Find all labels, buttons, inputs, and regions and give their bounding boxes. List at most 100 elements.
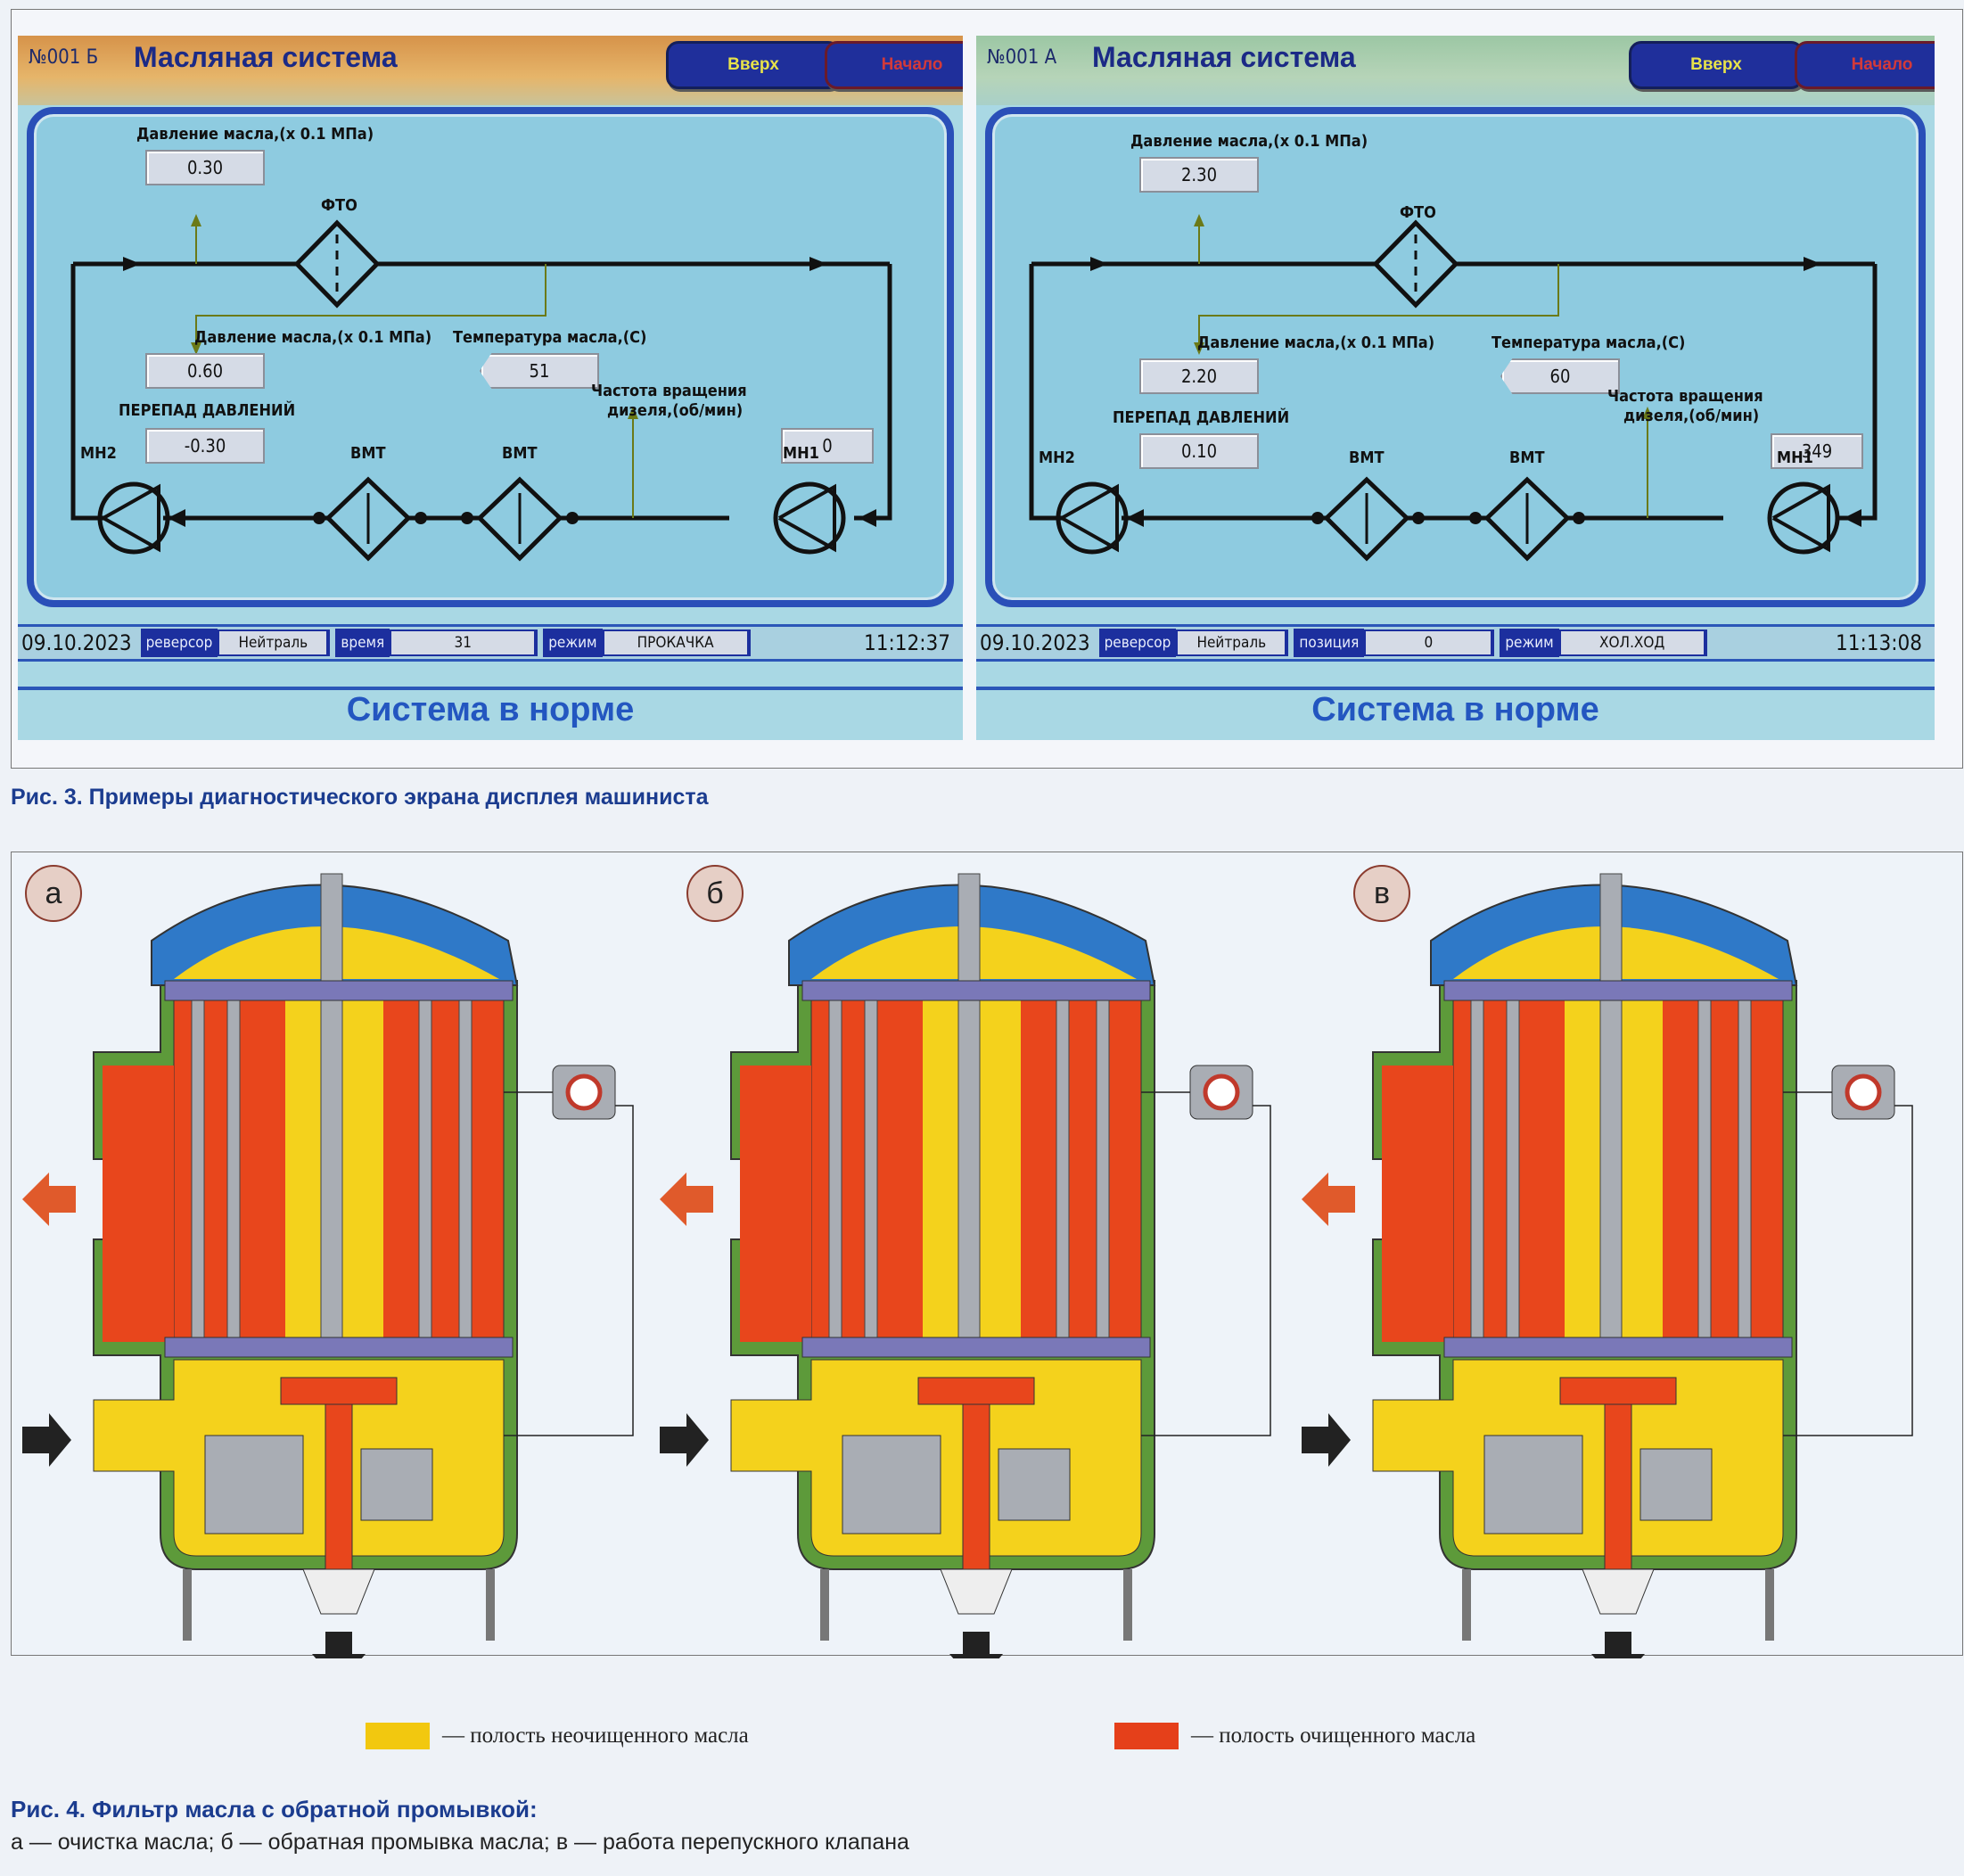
- status-bar: 09.10.2023 реверсор Нейтраль время 31 ре…: [18, 624, 963, 662]
- gauge-dial: [1203, 1074, 1240, 1111]
- filter-element: [191, 998, 205, 1338]
- heat-exchanger-icon: [325, 476, 412, 562]
- heat-exchanger-icon: [1323, 476, 1410, 562]
- tube-sheet: [801, 980, 1151, 1001]
- locomotive-section-id: №001 А: [987, 46, 1057, 69]
- gauge-dial: [1845, 1074, 1882, 1111]
- filter-element: [458, 998, 473, 1338]
- inlet-arrow-icon: [1302, 1413, 1351, 1467]
- backflush-duct: [325, 1403, 353, 1575]
- reverser-key: реверсор: [140, 629, 218, 657]
- fto-label: ФТО: [1400, 203, 1436, 222]
- heat-exchanger-1-label: ВМТ: [350, 444, 386, 463]
- heat-exchanger-icon: [476, 476, 563, 562]
- inlet-arrow-icon: [660, 1413, 709, 1467]
- pump-mn1-label: МН1: [1777, 448, 1813, 467]
- impulse-lines: [1141, 1091, 1271, 1436]
- panel-badge-a: а: [25, 865, 82, 922]
- filter-element: [864, 998, 878, 1338]
- tube-sheet: [164, 980, 514, 1001]
- drain-arrow-icon: [1591, 1632, 1645, 1658]
- legend-swatch-cleaned: [1114, 1723, 1179, 1749]
- figure-4-subcaption: а — очистка масла; б — обратная промывка…: [11, 1830, 909, 1855]
- backflush-duct: [1559, 1377, 1677, 1405]
- mode-key: режим: [543, 629, 603, 657]
- oil-temperature-label: Температура масла,(С): [453, 328, 647, 347]
- tube-sheet: [801, 1337, 1151, 1358]
- status-time: 11:12:37: [864, 630, 950, 655]
- filter-cutaway-a: [22, 873, 634, 1658]
- drain-valve: [1582, 1568, 1655, 1615]
- oil-circuit-diagram: [1029, 214, 1878, 562]
- gear-box: [360, 1448, 433, 1521]
- drain-arrow-icon: [949, 1632, 1003, 1658]
- panel-badge-b: б: [686, 865, 744, 922]
- rpm-label-1: Частота вращения: [1607, 387, 1763, 406]
- home-button[interactable]: Начало: [1795, 41, 1935, 89]
- pipe-left: [70, 264, 105, 521]
- pressure-2-label: Давление масла,(х 0.1 МПа): [194, 328, 432, 347]
- heat-exchanger-1-label: ВМТ: [1349, 448, 1385, 467]
- status-bar: 09.10.2023 реверсор Нейтраль позиция 0 р…: [976, 624, 1935, 662]
- screen-title: Масляная система: [1092, 41, 1356, 73]
- backflush-duct: [1604, 1403, 1632, 1575]
- up-button[interactable]: Вверх: [1629, 41, 1804, 89]
- status-time: 11:13:08: [1836, 630, 1922, 655]
- position-value: 0: [1364, 629, 1495, 656]
- pressure-1-value: 0.30: [145, 150, 265, 185]
- filter-element: [1470, 998, 1484, 1338]
- oil-system-scheme-panel: Давление масла,(х 0.1 МПа) 0.30 ФТО Давл…: [27, 107, 954, 607]
- sensor-lines: [195, 221, 634, 518]
- filter-support-legs: [1462, 1569, 1774, 1641]
- system-state-message: Система в норме: [1311, 691, 1599, 728]
- heat-exchanger-2-label: ВМТ: [1509, 448, 1545, 467]
- outlet-chamber: [740, 1066, 811, 1342]
- diagnostic-screen-1: №001 Б Масляная система Вверх Начало: [18, 36, 963, 740]
- mode-key: режим: [1500, 629, 1559, 657]
- up-button[interactable]: Вверх: [666, 41, 841, 89]
- mode-value: ХОЛ.ХОД: [1558, 629, 1707, 656]
- pump-mn2-label: МН2: [80, 444, 117, 463]
- oil-system-scheme-panel: Давление масла,(х 0.1 МПа) 2.30 ФТО Давл…: [985, 107, 1926, 607]
- filter-element: [1697, 998, 1712, 1338]
- gear-box: [1639, 1448, 1713, 1521]
- pressure-diff-value: 0.10: [1139, 433, 1259, 469]
- filter-element: [1096, 998, 1110, 1338]
- outlet-arrow-icon: [1302, 1172, 1355, 1226]
- oil-temperature-label: Температура масла,(С): [1491, 333, 1686, 352]
- screen-header: №001 Б Масляная система Вверх Начало: [18, 36, 963, 105]
- rpm-label-2: дизеля,(об/мин): [607, 401, 744, 420]
- drain-valve: [302, 1568, 375, 1615]
- backflush-duct: [280, 1377, 398, 1405]
- heat-exchanger-icon: [1483, 476, 1571, 562]
- junction-dots: [313, 512, 579, 524]
- fto-label: ФТО: [321, 196, 357, 215]
- home-button[interactable]: Начало: [825, 41, 963, 89]
- outlet-arrow-icon: [22, 1172, 76, 1226]
- gear-box: [998, 1448, 1071, 1521]
- rpm-value: 0: [781, 428, 874, 464]
- pump-mn2-label: МН2: [1039, 448, 1075, 467]
- outlet-chamber: [1382, 1066, 1453, 1342]
- legend-swatch-uncleaned: [366, 1723, 430, 1749]
- panel-badge-v: в: [1353, 865, 1410, 922]
- hydraulic-motor-icon: [204, 1435, 304, 1535]
- oil-temperature-value: 60: [1500, 358, 1620, 394]
- flow-arrows: [123, 257, 876, 527]
- central-shaft: [957, 873, 981, 1347]
- fto-filter-icon: [1372, 219, 1459, 309]
- diagnostic-screen-2: №001 А Масляная система Вверх Начало: [976, 36, 1935, 740]
- central-shaft: [320, 873, 343, 1347]
- pressure-diff-label: ПЕРЕПАД ДАВЛЕНИЙ: [1113, 408, 1290, 427]
- pressure-diff-label: ПЕРЕПАД ДАВЛЕНИЙ: [119, 401, 296, 420]
- legend-label-cleaned: — полость очищенного масла: [1191, 1724, 1476, 1748]
- figure-4-caption: Рис. 4. Фильтр масла с обратной промывко…: [11, 1796, 538, 1823]
- pipe-right: [854, 264, 892, 521]
- rpm-label-1: Частота вращения: [591, 382, 747, 400]
- filter-support-legs: [820, 1569, 1132, 1641]
- hydraulic-motor-icon: [1483, 1435, 1583, 1535]
- tube-sheet: [1443, 1337, 1793, 1358]
- oil-circuit-diagram: [70, 214, 892, 562]
- outlet-chamber: [103, 1066, 174, 1342]
- filter-element: [1738, 998, 1752, 1338]
